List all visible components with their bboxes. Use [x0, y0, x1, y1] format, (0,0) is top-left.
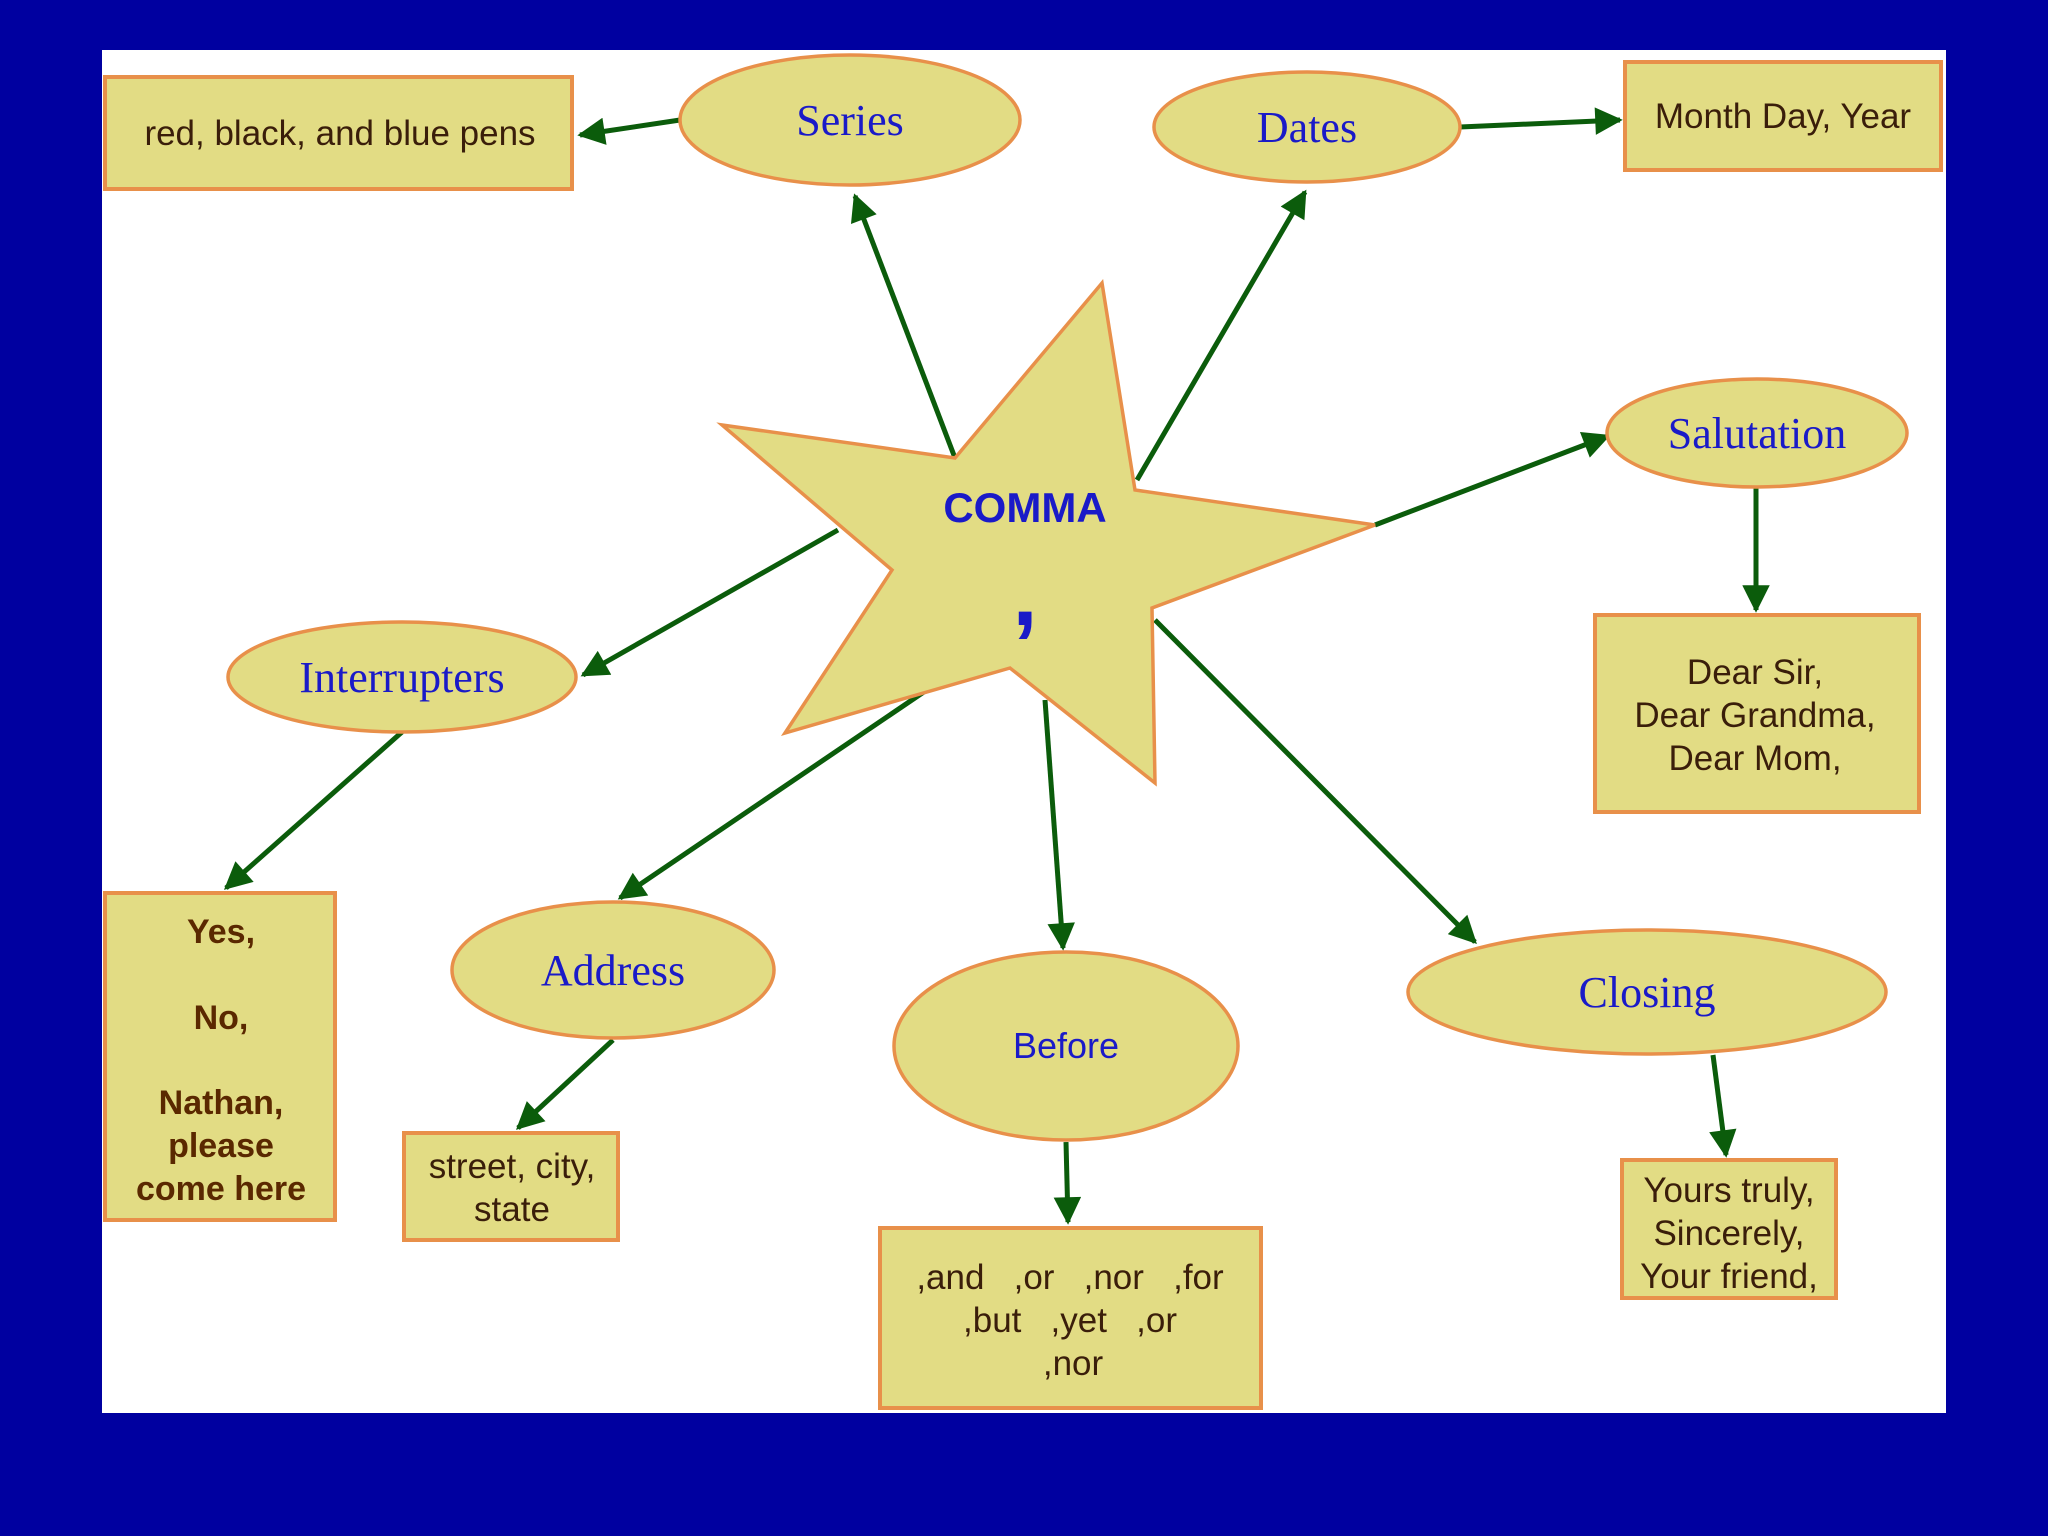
arrow-interrupters-to-example — [223, 730, 404, 890]
dates-example-box — [1623, 60, 1943, 172]
example-series: red, black, and blue pens — [103, 75, 574, 191]
address-example-line: state — [474, 1190, 550, 1229]
interrupters-label: Interrupters — [299, 653, 504, 702]
interrupters-example-line: No, — [194, 999, 249, 1037]
address-label: Address — [541, 946, 685, 995]
arrow-comma-to-series — [850, 193, 958, 459]
example-closing: Yours truly, Sincerely, Your friend, — [1620, 1158, 1838, 1300]
arrow-address-to-example — [515, 1038, 615, 1130]
closing-ellipse — [1406, 928, 1888, 1056]
example-dates: Month Day, Year — [1623, 60, 1943, 172]
dates-example-text: Month Day, Year — [1655, 97, 1912, 136]
closing-example-line: Yours truly, — [1643, 1171, 1814, 1210]
before-ellipse — [892, 950, 1240, 1142]
node-dates: Dates — [1152, 70, 1462, 184]
arrow-comma-to-interrupters — [580, 527, 840, 678]
arrow-comma-to-address — [617, 680, 939, 901]
interrupters-example-box — [103, 891, 337, 1222]
salutation-example-box — [1593, 613, 1921, 814]
node-address: Address — [450, 900, 776, 1040]
before-example-box — [878, 1226, 1263, 1410]
node-closing: Closing — [1406, 928, 1888, 1056]
salutation-example-line: Dear Mom, — [1668, 739, 1841, 778]
interrupters-ellipse — [226, 620, 578, 734]
salutation-example-line: Dear Sir, — [1687, 653, 1823, 692]
node-before: Before — [892, 950, 1240, 1142]
example-address: street, city, state — [402, 1131, 620, 1242]
star-shape — [716, 278, 1376, 787]
address-example-line: street, city, — [429, 1147, 596, 1186]
arrow-before-to-example — [1053, 1141, 1082, 1225]
interrupters-example-line: Nathan, — [159, 1084, 284, 1122]
node-interrupters: Interrupters — [226, 620, 578, 734]
salutation-example-line: Dear Grandma, — [1634, 696, 1875, 735]
node-salutation: Salutation — [1605, 377, 1909, 489]
before-example-line: ,but ,yet ,or — [963, 1301, 1177, 1340]
series-example-text: red, black, and blue pens — [144, 114, 535, 153]
closing-example-box — [1620, 1158, 1838, 1300]
center-comma-symbol: , — [1012, 545, 1037, 645]
dates-ellipse — [1152, 70, 1462, 184]
connectors — [223, 107, 1770, 1225]
example-salutation: Dear Sir, Dear Grandma, Dear Mom, — [1593, 613, 1921, 814]
interrupters-example-line: come here — [136, 1170, 306, 1208]
example-interrupters: Yes, No, Nathan, please come here — [103, 891, 337, 1222]
comma-star: COMMA , — [716, 278, 1376, 787]
series-label: Series — [796, 96, 904, 145]
closing-example-line: Your friend, — [1640, 1257, 1818, 1296]
salutation-label: Salutation — [1668, 409, 1846, 458]
center-title: COMMA — [943, 484, 1106, 531]
before-label: Before — [1013, 1025, 1119, 1066]
dates-label: Dates — [1257, 103, 1357, 152]
before-example-line: ,nor — [1043, 1344, 1104, 1383]
arrow-comma-to-dates — [1134, 189, 1308, 482]
arrow-closing-to-example — [1709, 1054, 1737, 1158]
closing-label: Closing — [1579, 968, 1716, 1017]
salutation-ellipse — [1605, 377, 1909, 489]
arrow-dates-to-example — [1459, 107, 1623, 135]
closing-example-line: Sincerely, — [1653, 1214, 1804, 1253]
example-before: ,and ,or ,nor ,for ,but ,yet ,or ,nor — [878, 1226, 1263, 1410]
arrow-comma-to-before — [1042, 699, 1075, 951]
arrow-series-to-example — [577, 117, 681, 145]
address-example-box — [402, 1131, 620, 1242]
series-ellipse — [678, 53, 1022, 187]
interrupters-example-line: Yes, — [187, 913, 255, 951]
arrow-comma-to-salutation — [1374, 431, 1611, 528]
before-example-line: ,and ,or ,nor ,for — [916, 1258, 1224, 1297]
arrow-comma-to-closing — [1153, 618, 1477, 944]
address-ellipse — [450, 900, 776, 1040]
node-series: Series — [678, 53, 1022, 187]
interrupters-example-line: please — [168, 1127, 274, 1165]
series-example-box — [103, 75, 574, 191]
